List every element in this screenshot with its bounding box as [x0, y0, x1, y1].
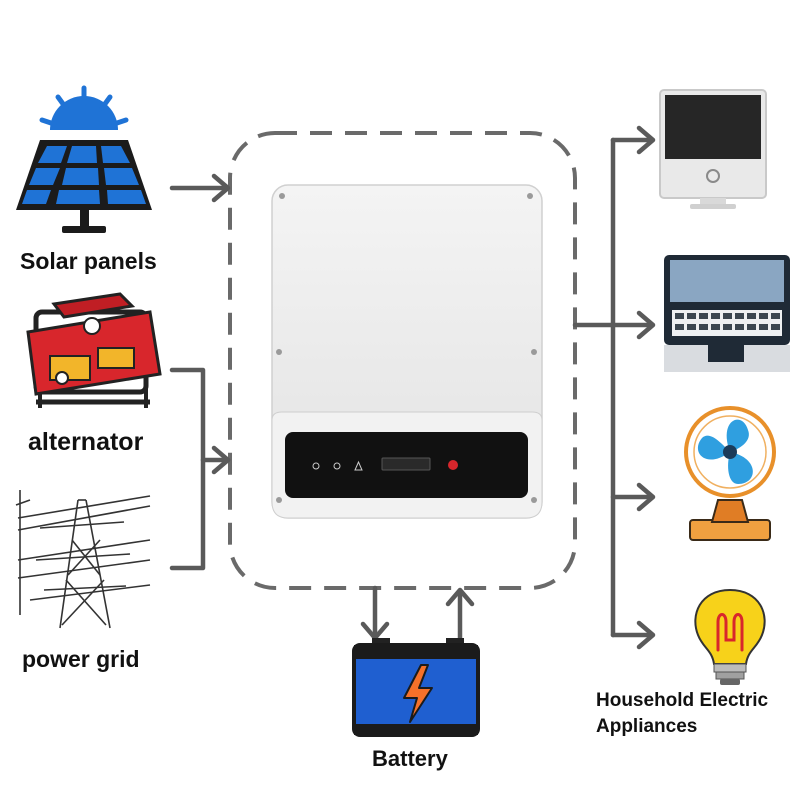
inverter-battery-arrows — [360, 585, 475, 645]
inverter-dashed-boundary — [228, 131, 577, 590]
generator-icon — [26, 292, 162, 408]
alternator-grid-to-inverter-arrow — [169, 367, 231, 571]
light-bulb-icon — [694, 588, 766, 685]
laptop-icon — [664, 255, 790, 372]
power-pylon-icon — [15, 490, 151, 629]
power-grid-label: power grid — [22, 646, 140, 672]
solar-panel-icon — [16, 85, 152, 233]
desktop-monitor-icon — [659, 89, 767, 209]
solar-panels-label: Solar panels — [20, 248, 157, 274]
solar-to-inverter-arrow — [169, 173, 231, 203]
household-appliances-label-line2: Appliances — [596, 716, 698, 737]
fan-icon — [684, 406, 776, 541]
alternator-label: alternator — [28, 428, 144, 456]
battery-icon — [352, 638, 480, 737]
household-appliances-label-line1: Household Electric — [596, 690, 769, 711]
battery-label: Battery — [372, 746, 448, 771]
inverter-to-appliances-arrows — [572, 125, 656, 650]
inverter-icon — [271, 184, 543, 519]
